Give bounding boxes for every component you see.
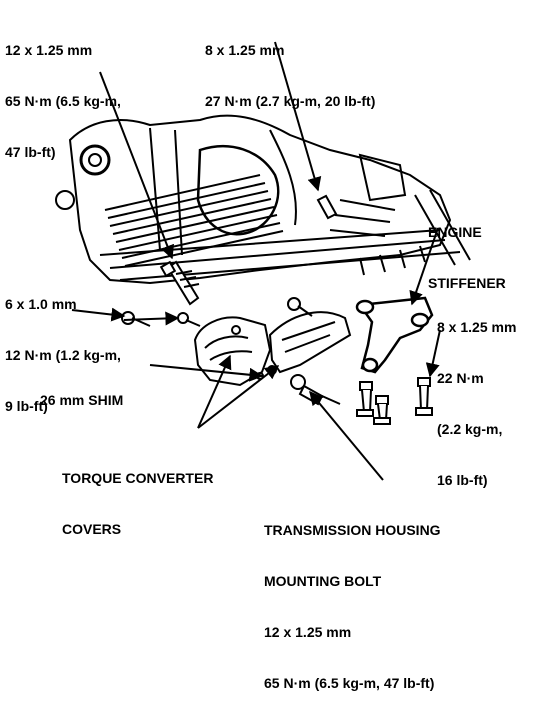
callout-line: COVERS xyxy=(62,521,122,537)
callout-line: 12 N·m (1.2 kg-m, xyxy=(5,347,121,363)
callout-line: (2.2 kg-m, xyxy=(437,421,503,437)
bolt-stiffener-3 xyxy=(415,377,433,416)
callout-line: 16 lb-ft) xyxy=(437,472,488,488)
engine-illustration xyxy=(55,41,471,481)
callout-line: 22 N·m xyxy=(437,370,484,386)
callout-line: 27 N·m (2.7 kg-m, 20 lb-ft) xyxy=(205,93,376,109)
callout-shim: 26 mm SHIM xyxy=(40,358,123,426)
callout-engine-stiffener: ENGINE STIFFENER xyxy=(428,190,506,309)
callout-line: 65 N·m (6.5 kg-m, xyxy=(5,93,121,109)
callout-line: MOUNTING BOLT xyxy=(264,573,382,589)
engine-stiffener-diagram: 12 x 1.25 mm 65 N·m (6.5 kg-m, 47 lb-ft)… xyxy=(5,8,516,691)
callout-line: 12 x 1.25 mm xyxy=(5,42,93,58)
torque-converter-covers-drawing xyxy=(193,311,352,387)
callout-line: TORQUE CONVERTER xyxy=(62,470,214,486)
callout-line: 9 lb-ft) xyxy=(5,398,48,414)
bolt-stiffener-2 xyxy=(373,395,391,425)
callout-bolt-6x10: 6 x 1.0 mm 12 N·m (1.2 kg-m, 9 lb-ft) xyxy=(5,262,121,432)
callout-line: 12 x 1.25 mm xyxy=(264,624,352,640)
callout-torque-converter-covers: TORQUE CONVERTER COVERS xyxy=(62,436,213,555)
callout-bolt-12x125-top: 12 x 1.25 mm 65 N·m (6.5 kg-m, 47 lb-ft) xyxy=(5,8,121,178)
bolt-12x125-top xyxy=(159,260,200,306)
callout-line: 47 lb-ft) xyxy=(5,144,56,160)
callout-line: 6 x 1.0 mm xyxy=(5,296,77,312)
leader-lines xyxy=(71,41,441,481)
callout-line: 26 mm SHIM xyxy=(40,392,124,408)
callout-line: 65 N·m (6.5 kg-m, 47 lb-ft) xyxy=(264,675,435,691)
callout-bolt-8x125-right: 8 x 1.25 mm 22 N·m (2.2 kg-m, 16 lb-ft) xyxy=(437,285,516,506)
bolt-cover-top xyxy=(287,297,313,317)
bolt-8x125-top xyxy=(316,194,338,220)
callout-bolt-8x125-top: 8 x 1.25 mm 27 N·m (2.7 kg-m, 20 lb-ft) xyxy=(205,8,375,127)
callout-line: ENGINE xyxy=(428,224,482,240)
callout-transmission-bolt: TRANSMISSION HOUSING MOUNTING BOLT 12 x … xyxy=(264,488,441,709)
engine-block xyxy=(55,114,471,285)
callout-line: 8 x 1.25 mm xyxy=(205,42,285,58)
bolt-6x10-mid xyxy=(177,312,201,327)
callout-line: TRANSMISSION HOUSING xyxy=(264,522,441,538)
callout-line: 8 x 1.25 mm xyxy=(437,319,517,335)
callout-line: STIFFENER xyxy=(428,275,506,291)
engine-stiffener-bracket xyxy=(355,296,434,374)
bolts xyxy=(121,194,433,425)
oil-pan-ribs xyxy=(104,174,284,267)
bolt-stiffener-1 xyxy=(356,381,374,417)
